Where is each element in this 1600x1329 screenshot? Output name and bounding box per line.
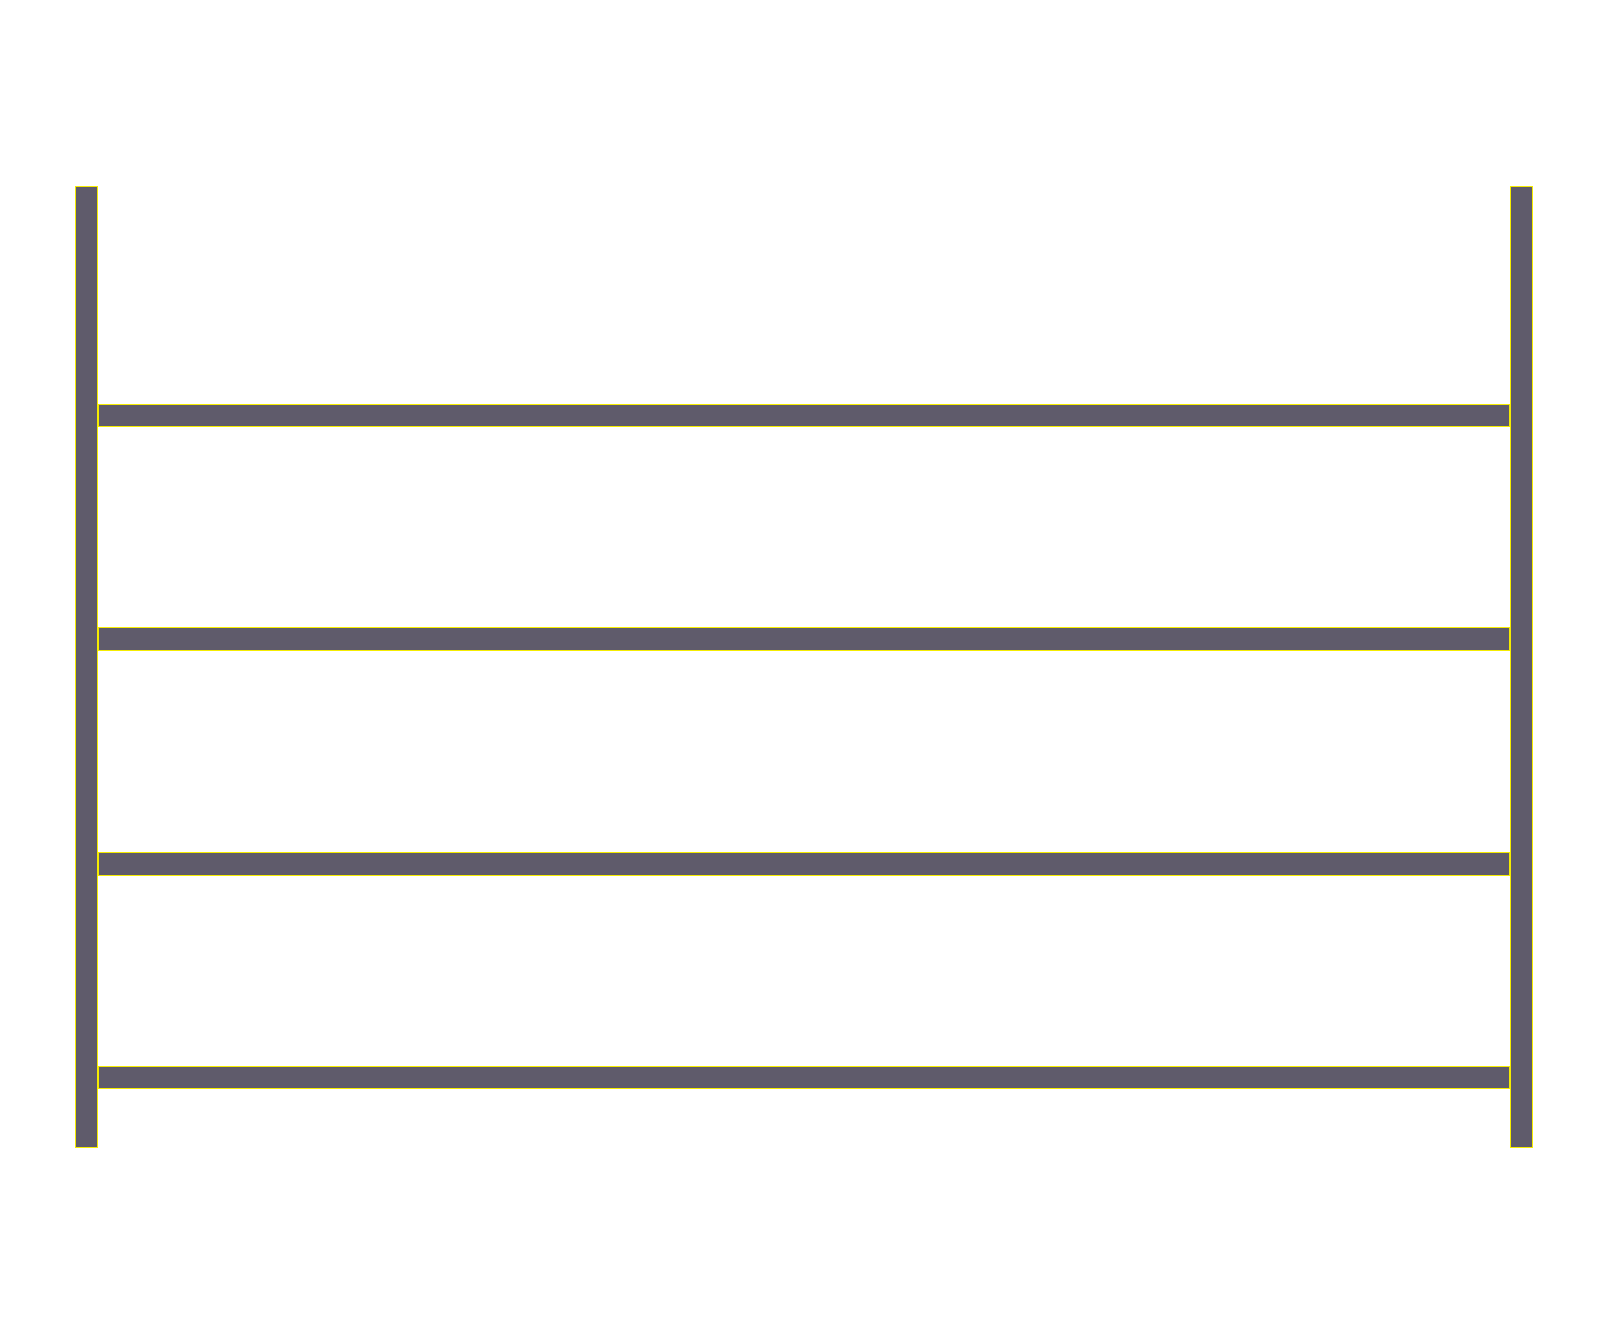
shelf-beam-2 [98,627,1510,651]
right-upright [1510,186,1533,1148]
shelf-beam-4 [98,1066,1510,1089]
left-upright [75,186,98,1148]
shelf-beam-3 [98,852,1510,876]
shelf-beam-1 [98,404,1510,427]
